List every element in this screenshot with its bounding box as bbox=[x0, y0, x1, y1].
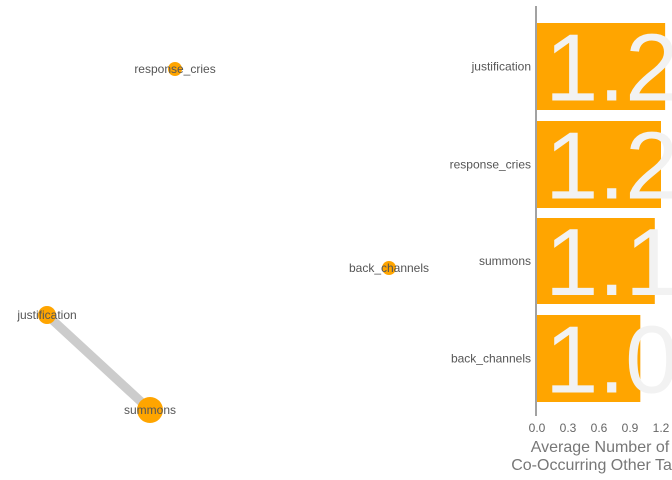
bar-summons bbox=[537, 218, 655, 304]
network-node-response_cries bbox=[168, 62, 182, 76]
node-label-justification: justification bbox=[16, 308, 76, 322]
x-axis-title-line-2: Co-Occurring Other Tags bbox=[511, 457, 672, 474]
data-label-back_channels: 1.0 bbox=[545, 307, 672, 414]
network-node-summons bbox=[137, 397, 163, 423]
network-edge bbox=[42, 310, 155, 415]
x-tick-label: 0.9 bbox=[622, 421, 639, 435]
data-label-summons: 1.1 bbox=[545, 209, 672, 316]
x-tick-label: 0.6 bbox=[591, 421, 608, 435]
data-label-response_cries: 1.2 bbox=[545, 113, 672, 220]
category-label-back_channels: back_channels bbox=[451, 352, 531, 366]
category-label-summons: summons bbox=[479, 254, 531, 268]
x-tick-label: 0.0 bbox=[529, 421, 546, 435]
node-label-response_cries: response_cries bbox=[134, 62, 215, 76]
x-tick-label: 1.2 bbox=[653, 421, 670, 435]
bar-justification bbox=[537, 23, 666, 110]
category-label-justification: justification bbox=[471, 60, 531, 74]
x-axis-title-line-1: Average Number of bbox=[531, 439, 670, 456]
node-label-back_channels: back_channels bbox=[349, 261, 429, 275]
network-node-back_channels bbox=[382, 261, 396, 275]
node-label-summons: summons bbox=[124, 403, 176, 417]
bar-back_channels bbox=[537, 315, 641, 402]
x-tick-label: 0.3 bbox=[560, 421, 577, 435]
network-node-justification bbox=[38, 306, 56, 324]
category-label-response_cries: response_cries bbox=[450, 158, 531, 172]
data-label-justification: 1.2 bbox=[545, 15, 672, 122]
bar-response_cries bbox=[537, 121, 661, 208]
